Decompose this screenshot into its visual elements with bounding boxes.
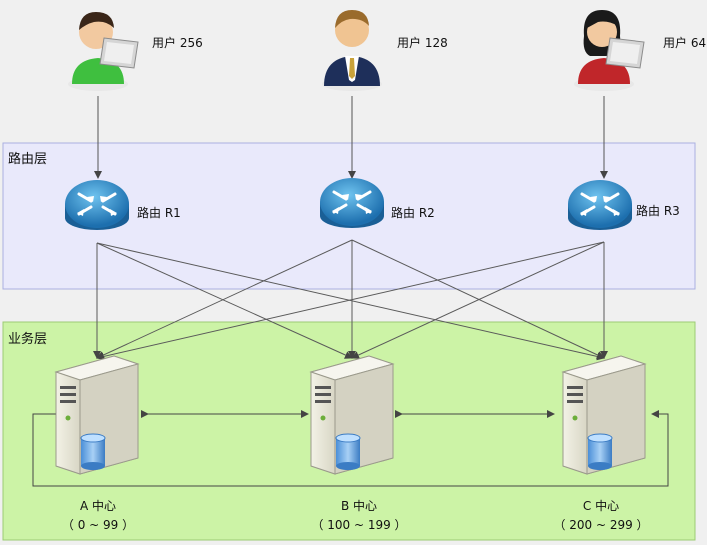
router-label-2: 路由 R2 bbox=[391, 206, 435, 220]
router-label-1: 路由 R1 bbox=[137, 206, 181, 220]
routing-layer-title: 路由层 bbox=[8, 152, 48, 167]
router-icon bbox=[63, 178, 131, 232]
edge-r1-b bbox=[96, 242, 353, 359]
server-icon bbox=[310, 355, 394, 475]
center-range-c: （ 200 ~ 299 ） bbox=[553, 518, 649, 532]
user-label-3: 用户 64 bbox=[663, 36, 707, 50]
router-icon bbox=[318, 176, 386, 230]
edge-r3-b bbox=[351, 241, 605, 359]
center-name-b: B 中心 bbox=[340, 499, 378, 513]
edge-r2-a bbox=[96, 239, 353, 359]
business-layer-title: 业务层 bbox=[8, 332, 48, 347]
server-icon bbox=[562, 355, 646, 475]
user-icon bbox=[574, 10, 645, 91]
user-label-2: 用户 128 bbox=[397, 36, 448, 50]
server-icon bbox=[55, 355, 139, 475]
center-name-c: C 中心 bbox=[582, 499, 620, 513]
router-icon bbox=[566, 178, 634, 232]
edge-r2-c bbox=[351, 239, 605, 359]
edge-a-c bbox=[32, 410, 669, 487]
center-name-a: A 中心 bbox=[79, 499, 117, 513]
user-icon bbox=[322, 10, 382, 91]
router-label-3: 路由 R3 bbox=[636, 204, 680, 218]
center-range-a: （ 0 ~ 99 ） bbox=[61, 518, 135, 532]
user-icon bbox=[68, 12, 139, 91]
user-label-1: 用户 256 bbox=[152, 36, 203, 50]
edge-r3-a bbox=[96, 241, 605, 361]
center-range-b: （ 100 ~ 199 ） bbox=[311, 518, 407, 532]
